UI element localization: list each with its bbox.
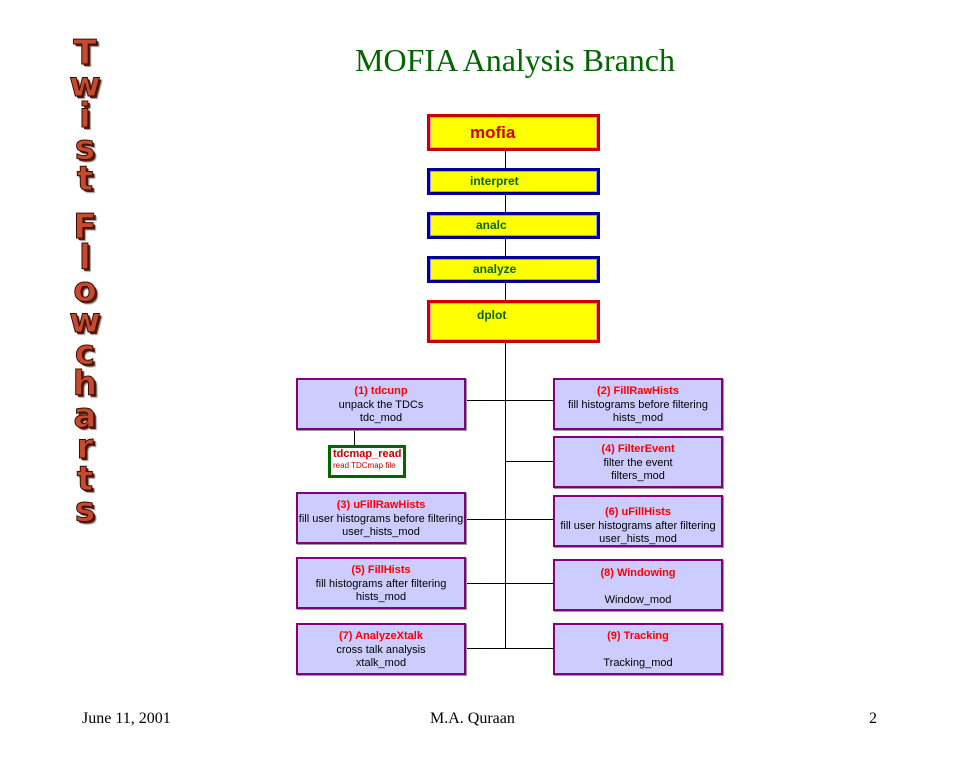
side-letter: T xyxy=(73,33,97,73)
box-analyze-label: analyze xyxy=(473,262,517,276)
module-desc: fill histograms before filtering xyxy=(567,398,708,411)
module-mod: hists_mod xyxy=(612,412,664,424)
module-ufillhists: (6) uFillHists fill user histograms afte… xyxy=(553,495,723,547)
module-mod: user_hists_mod xyxy=(599,533,677,545)
connector-trunk xyxy=(505,342,506,649)
module-tdcunp: (1) tdcunp unpack the TDCs tdc_mod xyxy=(296,378,466,430)
footer-author: M.A. Quraan xyxy=(430,710,515,727)
box-analyze: analyze xyxy=(427,256,600,283)
box-interpret-label: interpret xyxy=(470,174,519,188)
module-title: (9) Tracking xyxy=(607,630,669,642)
box-mofia: mofia xyxy=(427,114,600,151)
connector-right-4 xyxy=(505,461,555,462)
module-analyzextalk: (7) AnalyzeXtalk cross talk analysis xta… xyxy=(296,623,466,675)
side-title-twist-flowcharts: T w i s t F l o w c h a r t s xyxy=(50,33,120,530)
side-letter: h xyxy=(72,364,98,404)
module-mod: Tracking_mod xyxy=(603,656,673,669)
footer-date: June 11, 2001 xyxy=(82,710,171,727)
module-desc xyxy=(555,581,721,594)
module-title: (1) tdcunp xyxy=(354,385,408,397)
box-mofia-label: mofia xyxy=(470,123,516,142)
module-mod: user_hists_mod xyxy=(342,526,420,538)
module-title: (7) AnalyzeXtalk xyxy=(339,630,423,642)
box-dplot: dplot xyxy=(427,300,600,343)
module-ufillrawhists: (3) uFillRawHists fill user histograms b… xyxy=(296,492,466,544)
side-letter: r xyxy=(76,427,94,467)
module-desc: fill user histograms after filtering xyxy=(560,519,716,532)
side-letter: c xyxy=(74,332,96,373)
connector-right-2 xyxy=(505,400,555,401)
side-letter: t xyxy=(76,159,94,199)
module-fillhists: (5) FillHists fill histograms after filt… xyxy=(296,557,466,609)
module-mod: Window_mod xyxy=(604,593,672,606)
module-fillrawhists: (2) FillRawHists fill histograms before … xyxy=(553,378,723,430)
module-mod: tdc_mod xyxy=(359,412,403,424)
side-letter: a xyxy=(73,395,97,436)
side-letter: l xyxy=(79,238,92,278)
module-desc xyxy=(555,644,721,657)
module-mod: hists_mod xyxy=(355,591,407,603)
connector-left-7 xyxy=(465,648,506,649)
slide-title: MOFIA Analysis Branch xyxy=(355,42,675,78)
module-title: (6) uFillHists xyxy=(604,506,671,518)
module-desc: cross talk analysis xyxy=(336,643,426,656)
side-letter: i xyxy=(79,96,92,136)
module-title: (8) Windowing xyxy=(600,567,676,579)
side-letter: s xyxy=(74,490,96,530)
connector-left-5 xyxy=(465,583,506,584)
connector-tdcmap xyxy=(354,429,355,446)
module-title: (3) uFillRawHists xyxy=(336,499,426,511)
connector-right-8 xyxy=(505,583,555,584)
module-windowing: (8) Windowing Window_mod xyxy=(553,559,723,611)
module-mod: filters_mod xyxy=(611,470,665,482)
module-title: (5) FillHists xyxy=(351,564,411,576)
tdcmap-desc: read TDCmap file xyxy=(333,461,396,470)
box-dplot-label: dplot xyxy=(477,308,507,322)
box-analc-label: analc xyxy=(476,218,507,232)
connector-right-9 xyxy=(505,648,555,649)
side-letter: w xyxy=(69,64,101,105)
connector-right-6 xyxy=(505,519,555,520)
module-mod: xtalk_mod xyxy=(355,657,407,669)
tdcmap-title: tdcmap_read xyxy=(333,448,402,460)
module-title: (2) FillRawHists xyxy=(597,385,679,397)
connector-left-3 xyxy=(465,519,506,520)
side-letter: s xyxy=(74,127,96,168)
module-filterevent: (4) FilterEvent filter the event filters… xyxy=(553,436,723,488)
box-interpret: interpret xyxy=(427,168,600,195)
side-letter: F xyxy=(73,206,97,247)
module-desc: fill histograms after filtering xyxy=(315,577,447,590)
side-letter: t xyxy=(76,458,94,499)
side-letter: o xyxy=(73,269,97,310)
connector-left-1 xyxy=(465,400,506,401)
box-tdcmap-read: tdcmap_read read TDCmap file xyxy=(328,445,406,478)
module-desc: filter the event xyxy=(603,456,673,469)
module-tracking: (9) Tracking Tracking_mod xyxy=(553,623,723,675)
module-desc: unpack the TDCs xyxy=(338,398,424,411)
module-title: (4) FilterEvent xyxy=(601,443,675,455)
side-letter: w xyxy=(69,301,101,341)
footer-page-number: 2 xyxy=(869,710,877,727)
box-analc: analc xyxy=(427,212,600,239)
module-desc: fill user histograms before filtering xyxy=(298,512,464,525)
